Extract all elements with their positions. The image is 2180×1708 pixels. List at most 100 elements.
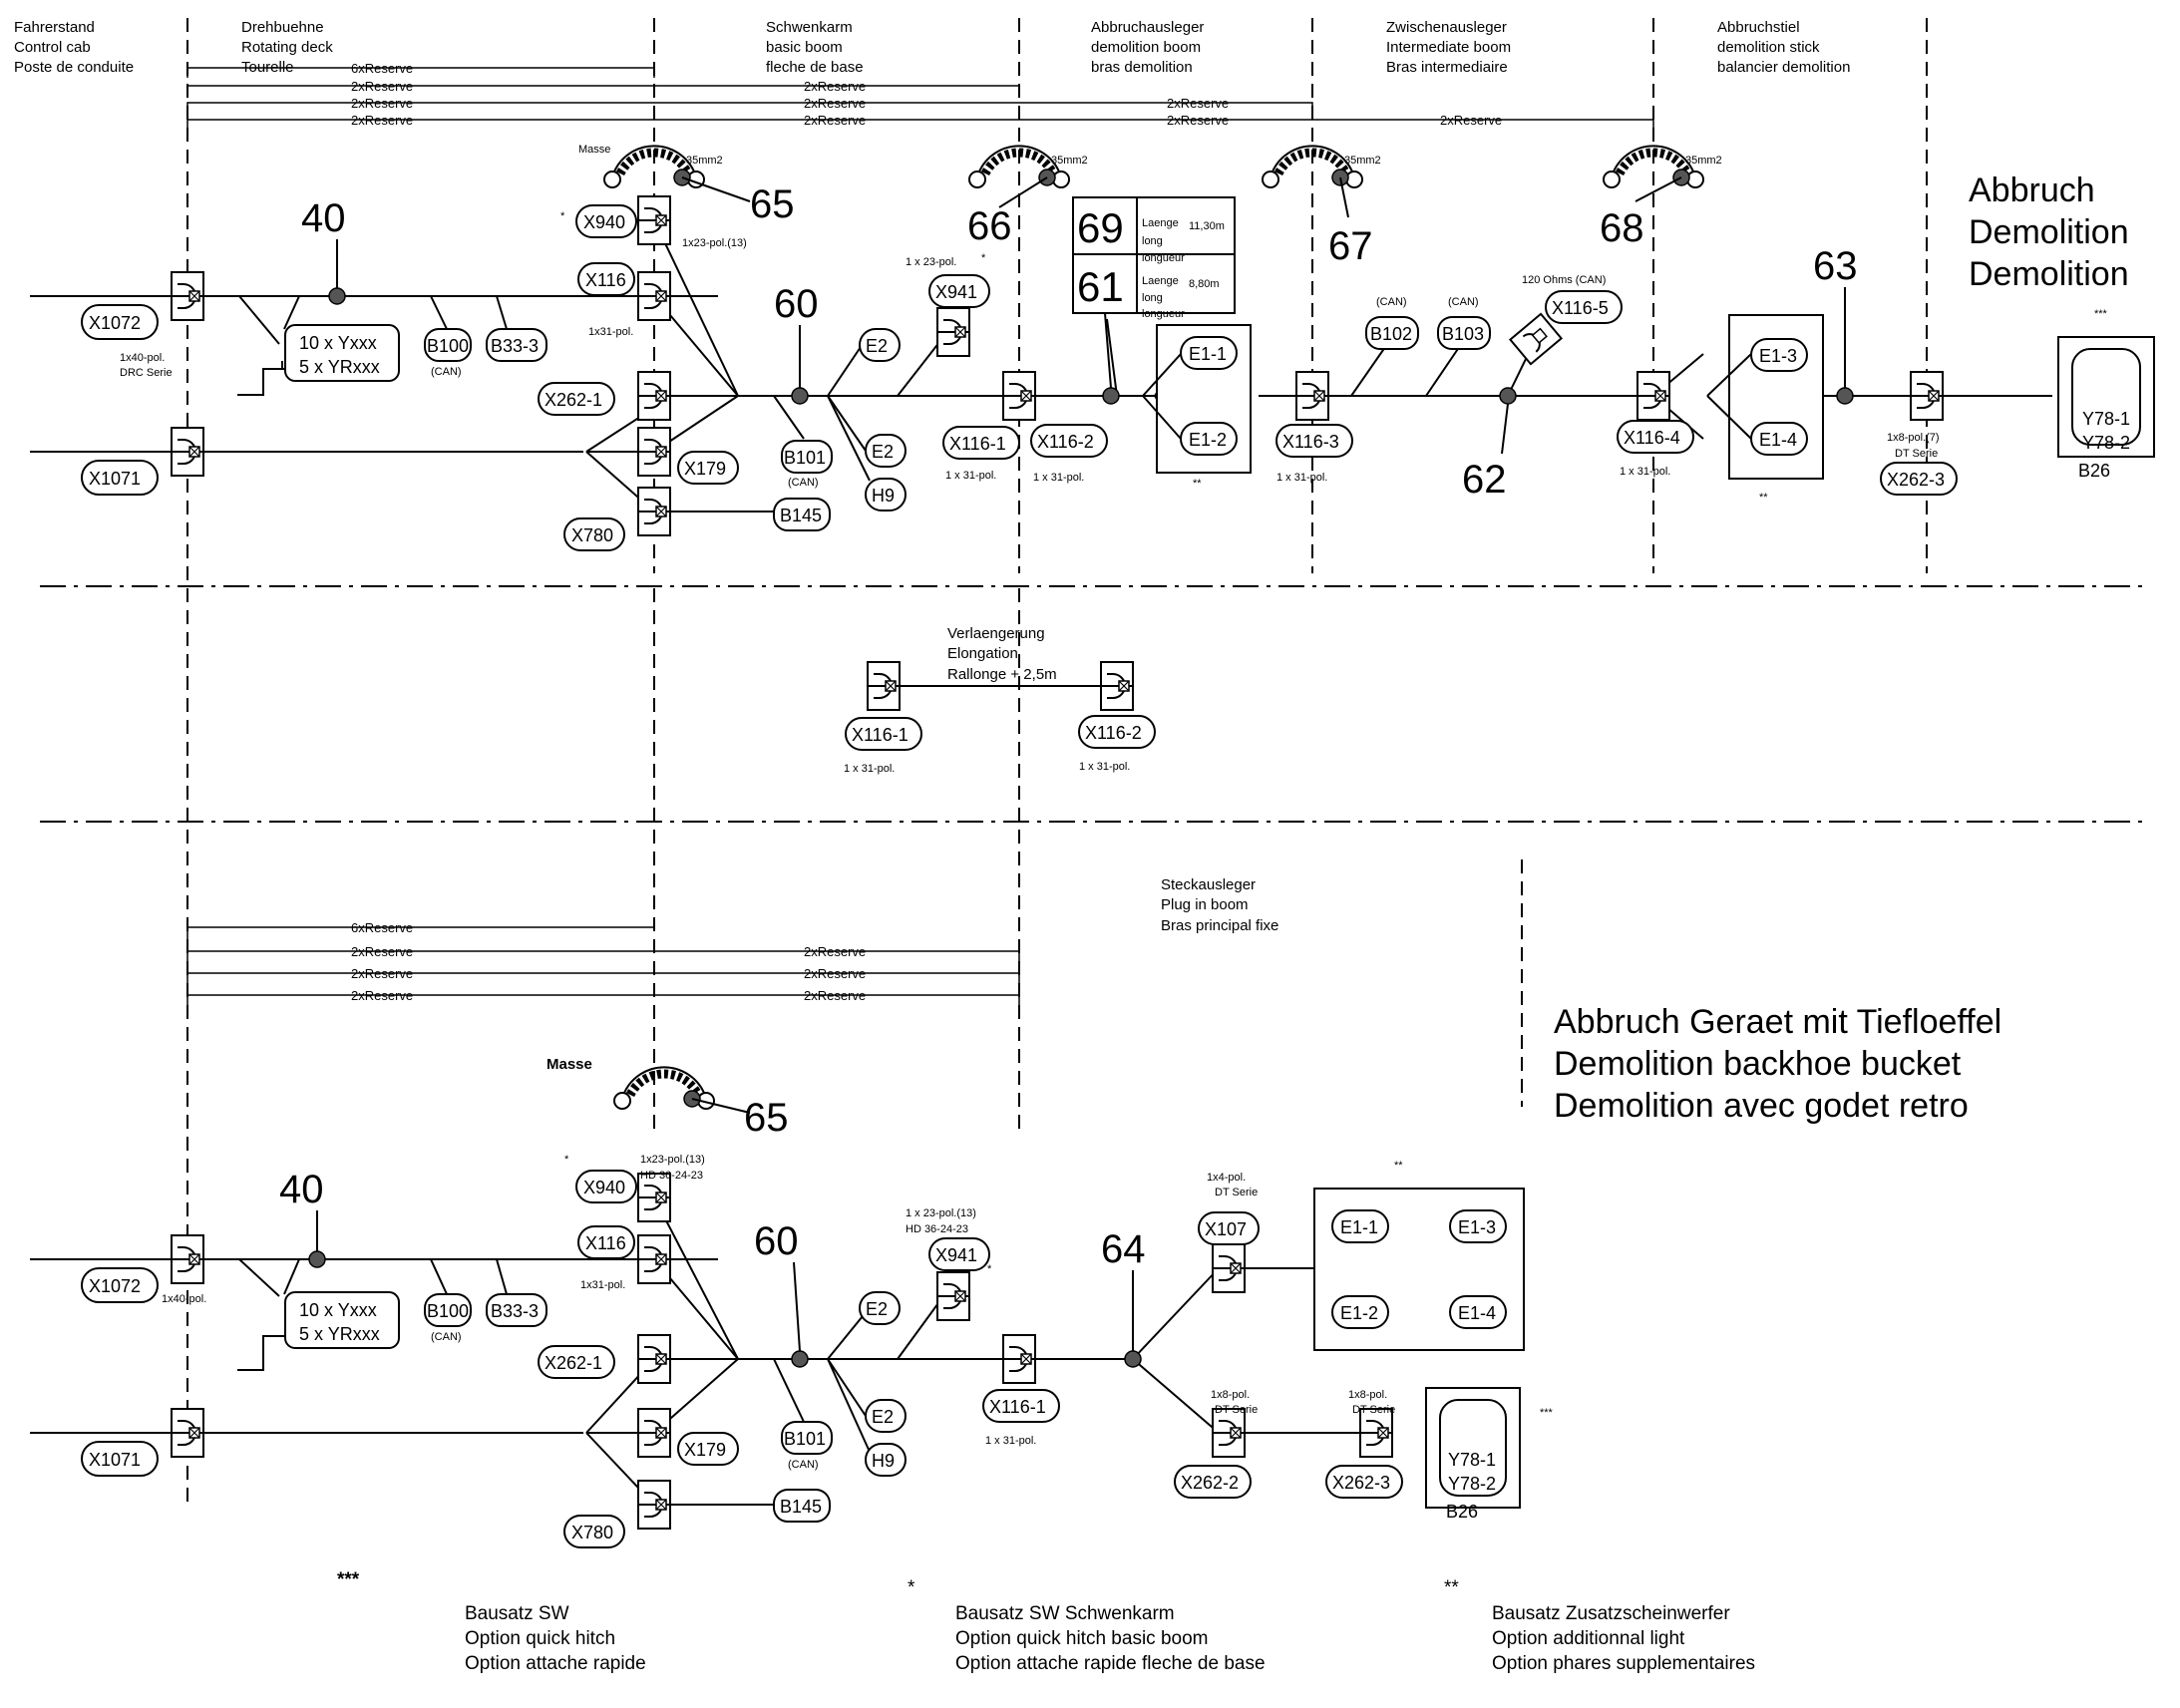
component-label-e2: E2 — [872, 1407, 894, 1427]
component-label-e1-2: E1-2 — [1189, 430, 1227, 450]
splice-point-64 — [1124, 1350, 1142, 1368]
point-number: 63 — [1813, 244, 1858, 288]
pin-note: DT Serie — [1895, 448, 1938, 460]
point-number: 68 — [1600, 206, 1644, 250]
length-table-number: 61 — [1077, 263, 1124, 310]
connector-label-x179: X179 — [684, 1440, 726, 1460]
footnote-line: Bausatz SW — [465, 1603, 569, 1624]
can-label: (CAN) — [788, 477, 819, 489]
footnotes: *** Bausatz SW Option quick hitch Option… — [337, 1569, 1755, 1674]
connector-label-x262-2: X262-2 — [1181, 1473, 1239, 1493]
option-marker: * — [981, 252, 986, 264]
connector-label-x107: X107 — [1205, 1219, 1247, 1239]
section-label: demolition boom — [1091, 39, 1201, 56]
pin-note: 1 x 23-pol. — [906, 256, 956, 268]
pin-note: 1x8-pol. — [1348, 1389, 1387, 1401]
length-value: 11,30m — [1189, 220, 1225, 232]
pin-note: DT Serie — [1215, 1187, 1258, 1198]
option-marker: * — [987, 1263, 992, 1275]
section-label: Fahrerstand — [14, 19, 95, 36]
component-label-b26: B26 — [2078, 461, 2110, 481]
pin-note: 1 x 23-pol.(13) — [906, 1207, 976, 1219]
reserve-label: 2xReserve — [1167, 113, 1229, 128]
reserve-label: 2xReserve — [351, 944, 413, 959]
extension-label: Elongation — [947, 645, 1018, 662]
component-label-b26: B26 — [1446, 1502, 1478, 1522]
section-header-demolition-stick: Abbruchstiel demolition stick balancier … — [1717, 19, 1850, 76]
component-label-e1-4: E1-4 — [1759, 430, 1797, 450]
cable-size-label: 35mm2 — [1344, 155, 1381, 167]
point-number: 66 — [967, 204, 1012, 248]
length-label: Laenge — [1142, 217, 1179, 229]
component-label-e1-1: E1-1 — [1189, 344, 1227, 364]
title-bottom: Abbruch Geraet mit Tiefloeffel Demolitio… — [1554, 1003, 2001, 1125]
component-label-e1-3: E1-3 — [1458, 1217, 1496, 1237]
pin-note: HD 36-24-23 — [640, 1170, 703, 1182]
connector-label-x116: X116 — [585, 270, 626, 290]
reserve-label: 2xReserve — [804, 79, 866, 94]
connector-label-x116-4: X116-4 — [1624, 428, 1680, 448]
option-marker: * — [564, 1154, 569, 1166]
length-label: longueur — [1142, 252, 1185, 264]
connector-label-x116-2: X116-2 — [1085, 723, 1142, 743]
component-label-y78-2: Y78-2 — [1448, 1474, 1496, 1494]
pin-note: DT Serie — [1352, 1404, 1395, 1416]
harness-label: 10 x Yxxx — [299, 1300, 377, 1320]
connector-label-x116: X116 — [585, 1233, 626, 1253]
section-label: Control cab — [14, 39, 91, 56]
section-label: basic boom — [766, 39, 843, 56]
component-label-b102: B102 — [1370, 324, 1412, 344]
reserve-label: 6xReserve — [351, 61, 413, 76]
component-label-b101: B101 — [784, 1429, 826, 1449]
component-label-e1-4: E1-4 — [1458, 1303, 1496, 1323]
pin-note: 1 x 31-pol. — [1033, 472, 1084, 484]
pin-note: 1 x 31-pol. — [985, 1435, 1036, 1447]
masse-label: Masse — [546, 1056, 592, 1073]
component-label-y78-2: Y78-2 — [2082, 433, 2130, 453]
pin-note: 1x8-pol.(7) — [1887, 432, 1940, 444]
cable-size-label: 35mm2 — [686, 155, 723, 167]
point-number: 40 — [279, 1168, 324, 1211]
connector-label-x941: X941 — [935, 282, 977, 302]
connector-label-x116-1: X116-1 — [989, 1397, 1046, 1417]
cable-size-label: 35mm2 — [1685, 155, 1722, 167]
component-label-y78-1: Y78-1 — [1448, 1450, 1496, 1470]
splice-point-60 — [791, 1350, 809, 1368]
connector-label-x116-2: X116-2 — [1037, 432, 1094, 452]
section-label: Rotating deck — [241, 39, 333, 56]
connector-label-x940: X940 — [583, 1178, 625, 1197]
connector-label-x941: X941 — [935, 1245, 977, 1265]
section-label: bras demolition — [1091, 59, 1193, 76]
connector-label-x262-1: X262-1 — [545, 1353, 602, 1373]
section-header-demolition-boom: Abbruchausleger demolition boom bras dem… — [1091, 19, 1204, 76]
footnote-line: Option quick hitch — [465, 1628, 615, 1649]
point-number: 67 — [1328, 224, 1373, 268]
pin-note: 1x31-pol. — [588, 326, 633, 338]
splice-point-62 — [1499, 387, 1517, 405]
splice-point-40 — [328, 287, 346, 305]
section-label: Intermediate boom — [1386, 39, 1511, 56]
pin-note: HD 36-24-23 — [906, 1223, 968, 1235]
section-label: Abbruchstiel — [1717, 19, 1800, 36]
option-marker: ** — [1759, 492, 1768, 504]
point-number: 65 — [744, 1096, 789, 1140]
extension-label: Rallonge + 2,5m — [947, 666, 1057, 683]
component-label-b101: B101 — [784, 448, 826, 468]
component-label-e1-2: E1-2 — [1340, 1303, 1378, 1323]
reserve-label: 2xReserve — [351, 988, 413, 1003]
connector-label-x116-3: X116-3 — [1282, 432, 1339, 452]
section-label: Drehbuehne — [241, 19, 324, 36]
title-line: Demolition — [1969, 213, 2129, 251]
component-label-e2: E2 — [866, 336, 888, 356]
plug-boom-label: Steckausleger — [1161, 876, 1256, 893]
plug-boom-header: Steckausleger Plug in boom Bras principa… — [1161, 876, 1278, 934]
plug-boom-label: Plug in boom — [1161, 896, 1249, 913]
point-number: 40 — [301, 196, 346, 240]
can-label: (CAN) — [1376, 296, 1407, 308]
connector-label-x262-1: X262-1 — [545, 390, 602, 410]
section-label: fleche de base — [766, 59, 864, 76]
footnote-line: Option attache rapide — [465, 1653, 646, 1674]
section-label: Abbruchausleger — [1091, 19, 1204, 36]
splice-point-61 — [1102, 387, 1120, 405]
